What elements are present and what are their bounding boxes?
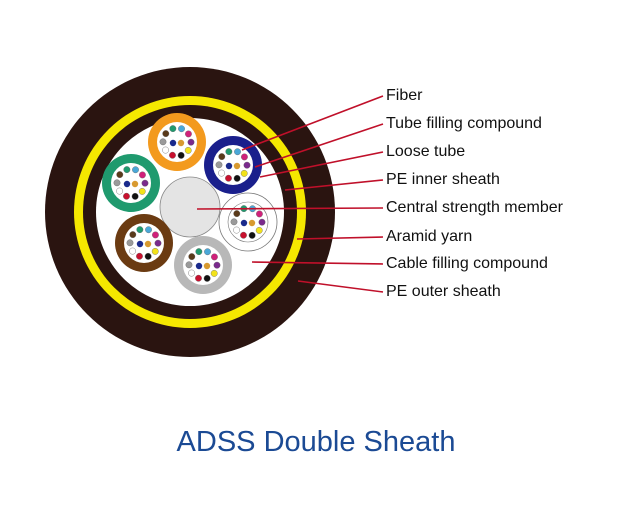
- label-loose-tube: Loose tube: [386, 143, 466, 160]
- fiber: [248, 219, 256, 227]
- fiber: [233, 210, 241, 218]
- fiber: [188, 253, 196, 261]
- fiber: [116, 187, 123, 195]
- fiber: [123, 192, 130, 200]
- fiber: [243, 161, 251, 169]
- fiber: [233, 162, 241, 170]
- fiber: [211, 253, 218, 261]
- leader-line: [254, 123, 384, 168]
- fiber: [177, 139, 185, 147]
- fiber: [195, 274, 202, 282]
- fiber: [152, 231, 159, 239]
- label-aramid-yarn: Aramid yarn: [386, 228, 473, 245]
- fiber: [144, 252, 152, 260]
- fiber: [203, 274, 211, 282]
- fiber: [195, 262, 203, 270]
- fiber: [136, 252, 143, 260]
- fiber: [141, 179, 149, 187]
- central-strength-member: [159, 176, 221, 238]
- fiber: [187, 138, 195, 146]
- fiber: [255, 226, 263, 234]
- fiber: [210, 269, 218, 277]
- leader-line: [296, 236, 384, 240]
- fiber: [131, 180, 139, 188]
- leader-line: [284, 179, 384, 191]
- fiber: [184, 146, 192, 154]
- fiber: [123, 166, 131, 174]
- fiber: [240, 219, 248, 227]
- fiber: [116, 171, 124, 179]
- fiber: [185, 261, 193, 269]
- leader-line: [241, 95, 384, 151]
- fiber: [169, 139, 177, 147]
- fiber: [188, 269, 195, 277]
- fiber: [178, 125, 185, 133]
- label-central-strength-member: Central strength member: [386, 199, 563, 216]
- fiber: [258, 218, 266, 226]
- leader-line: [251, 261, 384, 265]
- fiber: [215, 161, 223, 169]
- fiber: [225, 148, 233, 156]
- fiber: [256, 210, 263, 218]
- fiber: [154, 239, 162, 247]
- label-pe-inner-sheath: PE inner sheath: [386, 171, 500, 188]
- fiber: [145, 226, 152, 234]
- leader-line: [297, 280, 384, 293]
- fiber: [218, 153, 226, 161]
- fiber: [225, 174, 232, 182]
- fiber: [204, 248, 211, 256]
- fiber: [233, 226, 240, 234]
- fiber: [248, 231, 256, 239]
- leader-line: [196, 207, 384, 210]
- fiber: [218, 169, 225, 177]
- label-tube-filling-compound: Tube filling compound: [386, 115, 542, 132]
- fiber: [225, 162, 233, 170]
- fiber: [129, 247, 136, 255]
- fiber: [162, 146, 169, 154]
- fiber: [234, 148, 241, 156]
- fiber: [233, 174, 241, 182]
- fiber: [230, 218, 238, 226]
- fiber: [185, 130, 192, 138]
- fiber: [139, 171, 146, 179]
- fiber: [177, 151, 185, 159]
- fiber: [195, 248, 203, 256]
- diagram-title: ADSS Double Sheath: [176, 426, 456, 458]
- fiber: [123, 180, 131, 188]
- fiber: [162, 130, 170, 138]
- fiber: [240, 231, 247, 239]
- fiber: [169, 151, 176, 159]
- fiber: [151, 247, 159, 255]
- fiber: [132, 166, 139, 174]
- fiber: [113, 179, 121, 187]
- leader-line: [259, 151, 384, 178]
- fiber: [213, 261, 221, 269]
- label-fiber: Fiber: [386, 87, 423, 104]
- fiber: [159, 138, 167, 146]
- fiber: [241, 153, 248, 161]
- fiber: [129, 231, 137, 239]
- fiber: [126, 239, 134, 247]
- label-cable-filling-compound: Cable filling compound: [386, 255, 548, 272]
- fiber: [136, 240, 144, 248]
- fiber: [144, 240, 152, 248]
- fiber: [138, 187, 146, 195]
- fiber: [203, 262, 211, 270]
- fiber: [169, 125, 177, 133]
- fiber: [131, 192, 139, 200]
- fiber: [240, 169, 248, 177]
- label-pe-outer-sheath: PE outer sheath: [386, 283, 501, 300]
- fiber: [136, 226, 144, 234]
